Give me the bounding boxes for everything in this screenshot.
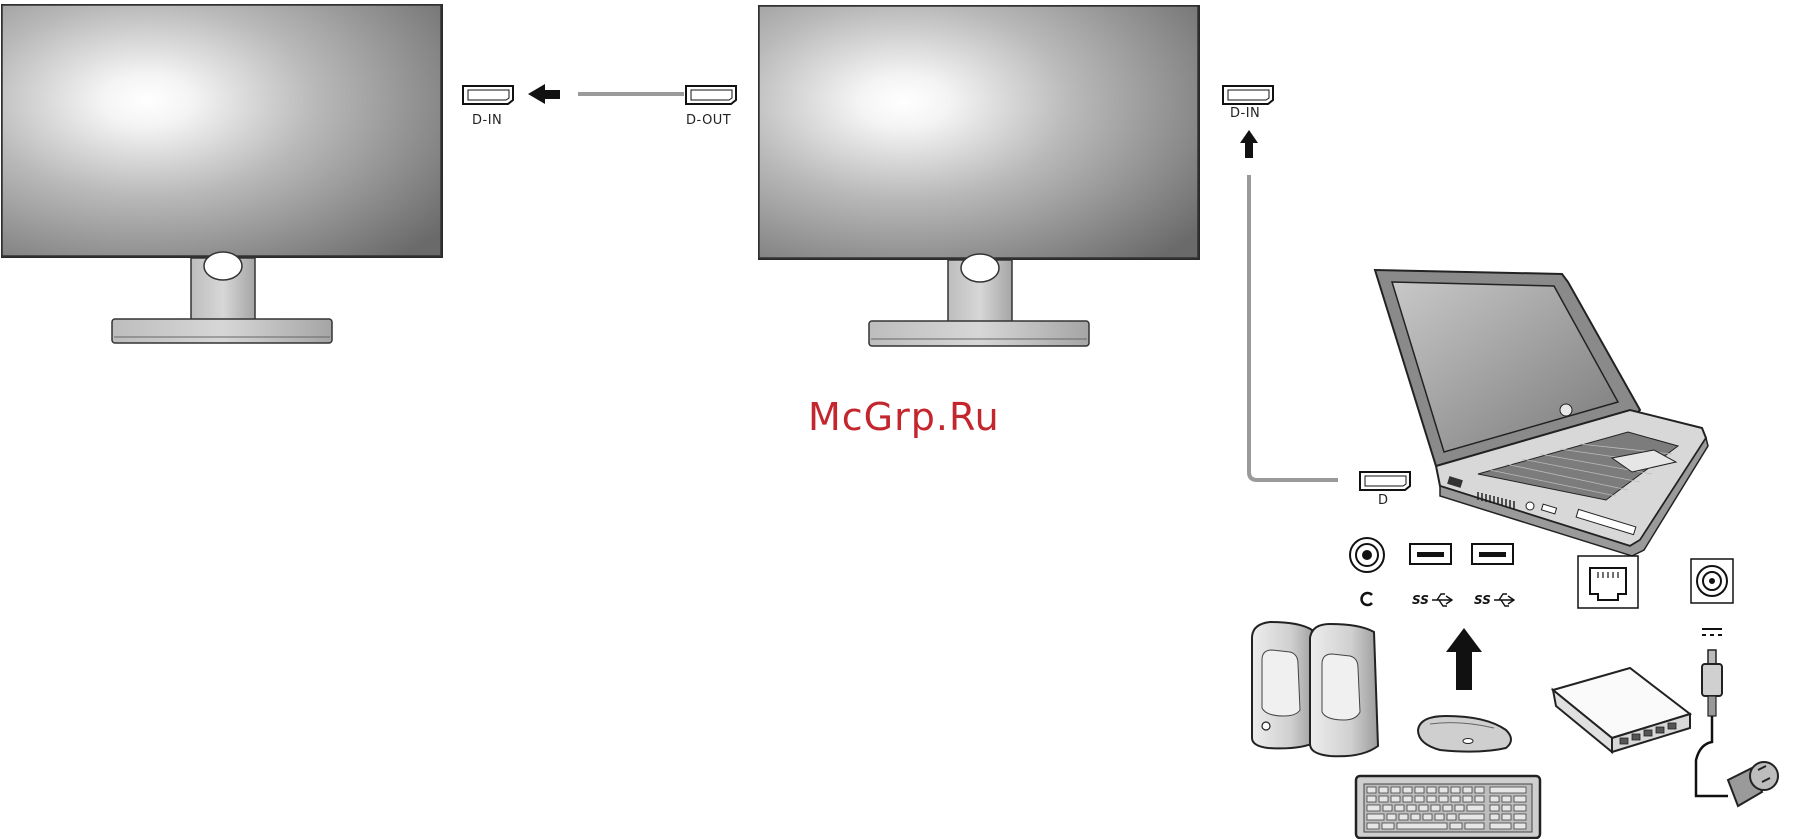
keyboard [1356, 776, 1540, 838]
mouse [1418, 716, 1511, 752]
wall-plug-icon [1728, 762, 1778, 806]
power-adapter-plug [1702, 650, 1722, 716]
arrow-left-icon [528, 84, 560, 104]
displayport-in-icon-left [463, 86, 513, 104]
displayport-out-icon-mid [686, 86, 736, 104]
monitor-left [1, 4, 443, 343]
dc-symbol-icon [1702, 629, 1722, 635]
watermark-text: McGrp.Ru [808, 395, 1000, 439]
speakers [1252, 622, 1378, 756]
laptop [1375, 270, 1708, 556]
power-cable [1696, 716, 1728, 796]
dp-in-label-right: D-IN [1230, 106, 1260, 121]
arrow-up-icon [1240, 130, 1258, 158]
dp-in-label-left: D-IN [472, 113, 502, 128]
dp-cable-laptop [1249, 175, 1338, 480]
displayport-icon-laptop [1360, 472, 1410, 490]
arrow-up-large-icon [1446, 628, 1482, 690]
headphone-symbol-icon [1362, 593, 1372, 605]
monitor-middle [758, 5, 1200, 346]
network-switch [1553, 668, 1690, 752]
ethernet-port-icon [1578, 556, 1638, 608]
displayport-in-icon-right [1223, 86, 1273, 104]
usb-superspeed-icon-1: SS [1412, 593, 1452, 607]
svg-text:SS: SS [1474, 593, 1491, 607]
usb-port-icon-1 [1410, 544, 1451, 564]
dp-label-laptop: D [1378, 493, 1389, 508]
usb-superspeed-icon-2: SS [1474, 593, 1514, 607]
dc-power-jack-icon [1691, 559, 1733, 603]
svg-text:SS: SS [1412, 593, 1429, 607]
audio-jack-icon [1350, 538, 1384, 572]
dp-out-label-mid: D-OUT [686, 113, 731, 128]
usb-port-icon-2 [1472, 544, 1513, 564]
